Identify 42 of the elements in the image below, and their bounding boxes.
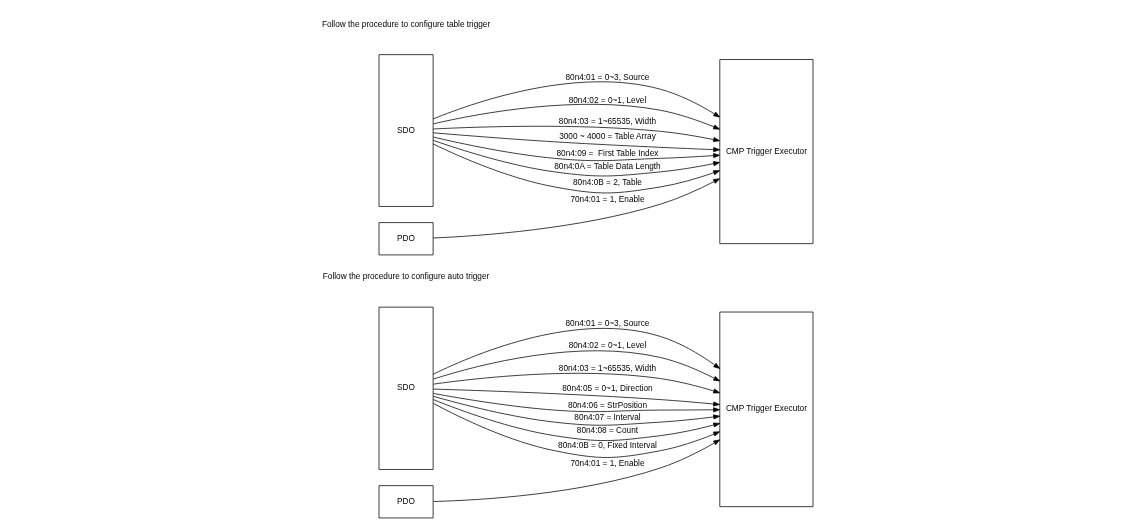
edge-label: 80n4:05 = 0~1, Direction <box>562 384 653 394</box>
arrow <box>433 350 721 382</box>
edge-label: 80n4:09 = First Table Index <box>556 148 659 158</box>
arrow <box>432 81 721 120</box>
edge-label: 80n4:03 = 1~65535, Width <box>558 117 657 127</box>
node-box: SDO <box>378 306 434 470</box>
edge-label: 80n4:0B = 2, Table <box>573 177 642 187</box>
edge-label: 70n4:01 = 1, Enable <box>570 458 645 468</box>
edge-label: 80n4:0B = 0, Fixed Interval <box>558 441 657 451</box>
edge-label: 80n4:01 = 0~3, Source <box>565 73 650 83</box>
edge-label: 80n4:03 = 1~65535, Width <box>558 363 657 373</box>
node-box: CMP Trigger Executor <box>719 311 814 508</box>
edge-label: 80n4:08 = Count <box>576 426 639 436</box>
edge-label: 3000 ~ 4000 = Table Array <box>559 132 656 142</box>
arrow <box>432 125 720 142</box>
arrow <box>432 388 720 407</box>
arrow <box>432 178 720 239</box>
arrow <box>432 395 721 426</box>
arrow <box>432 399 721 441</box>
arrow <box>432 103 720 130</box>
edge-label: 70n4:01 = 1, Enable <box>570 194 645 204</box>
arrow <box>432 143 720 194</box>
edge-label: 80n4:02 = 0~1, Level <box>568 95 647 105</box>
node-box: SDO <box>378 54 434 207</box>
edge-label: 80n4:06 = StrPosition <box>567 400 648 410</box>
arrow <box>432 393 720 413</box>
edge-label: 80n4:01 = 0~3, Source <box>565 318 650 328</box>
arrow <box>432 139 720 177</box>
arrow <box>432 402 720 458</box>
node-box: PDO <box>378 485 434 519</box>
arrow <box>432 136 720 162</box>
node-box: PDO <box>378 222 434 256</box>
edge-label: 80n4:0A = Table Data Length <box>554 162 661 172</box>
label: Follow the procedure to configure auto trigger <box>322 272 490 282</box>
arrow <box>433 439 721 502</box>
arrow <box>432 132 721 153</box>
label: Follow the procedure to configure table trigger <box>321 19 491 29</box>
arrow <box>432 372 721 394</box>
arrow <box>432 328 721 375</box>
edge-label: 80n4:02 = 0~1, Level <box>568 341 647 351</box>
node-box: CMP Trigger Executor <box>719 59 814 245</box>
edge-label: 80n4:07 = Interval <box>574 412 641 422</box>
